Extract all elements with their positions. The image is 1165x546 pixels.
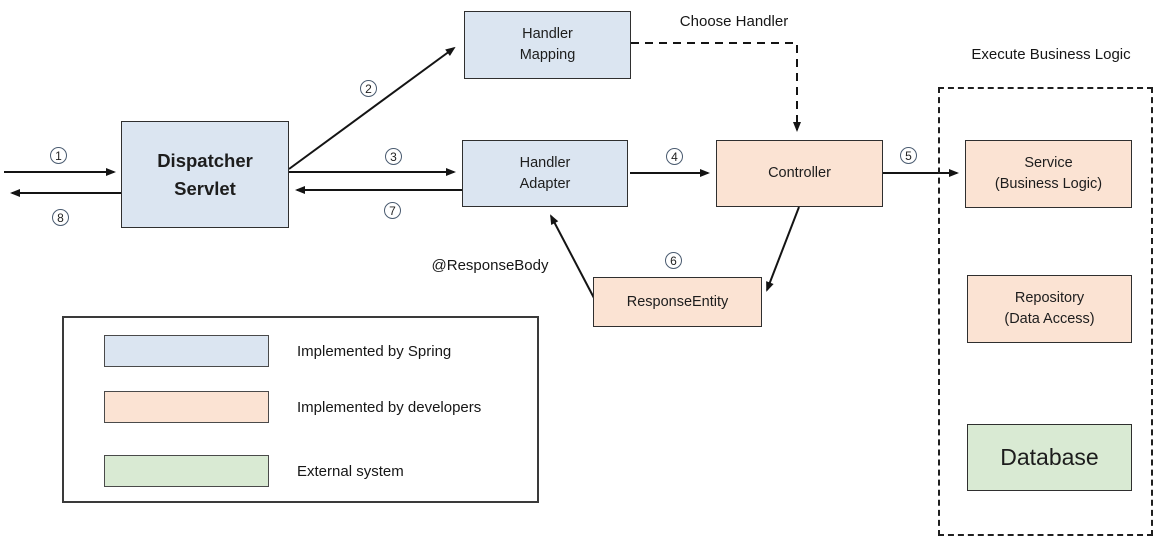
node-controller: Controller	[716, 140, 883, 207]
node-dispatcher-servlet: Dispatcher Servlet	[121, 121, 289, 228]
legend-row-spring: Implemented by Spring	[104, 335, 451, 367]
arrow-step2-to-handler-mapping	[288, 46, 456, 170]
step-6-badge: 6	[665, 252, 682, 269]
node-repository: Repository (Data Access)	[967, 275, 1132, 343]
legend-label-spring: Implemented by Spring	[297, 342, 452, 360]
step-8-badge: 8	[52, 209, 69, 226]
step-3-badge: 3	[385, 148, 402, 165]
legend-swatch-external	[104, 455, 269, 487]
execute-business-logic-label: Execute Business Logic	[971, 46, 1131, 63]
choose-handler-label: Choose Handler	[679, 13, 789, 30]
step-2-badge: 2	[360, 80, 377, 97]
node-handler-adapter: Handler Adapter	[462, 140, 628, 207]
arrow-step6-controller-to-responseentity	[766, 206, 800, 292]
business-logic-dashed-region	[938, 87, 1153, 536]
legend-row-external: External system	[104, 455, 404, 487]
step-1-badge: 1	[50, 147, 67, 164]
step-7-badge: 7	[384, 202, 401, 219]
legend-swatch-developers	[104, 391, 269, 423]
legend-label-developers: Implemented by developers	[297, 398, 482, 416]
node-database: Database	[967, 424, 1132, 491]
node-handler-mapping: Handler Mapping	[464, 11, 631, 79]
step-5-badge: 5	[900, 147, 917, 164]
node-service: Service (Business Logic)	[965, 140, 1132, 208]
legend-box: Implemented by Spring Implemented by dev…	[62, 316, 539, 503]
legend-swatch-spring	[104, 335, 269, 367]
legend-row-developers: Implemented by developers	[104, 391, 481, 423]
response-body-label: @ResponseBody	[431, 257, 549, 274]
arrow-responseentity-to-handler-adapter	[550, 214, 595, 299]
arrow-choose-handler-dashed	[631, 42, 801, 132]
node-response-entity: ResponseEntity	[593, 277, 762, 327]
legend-label-external: External system	[297, 462, 404, 480]
step-4-badge: 4	[666, 148, 683, 165]
